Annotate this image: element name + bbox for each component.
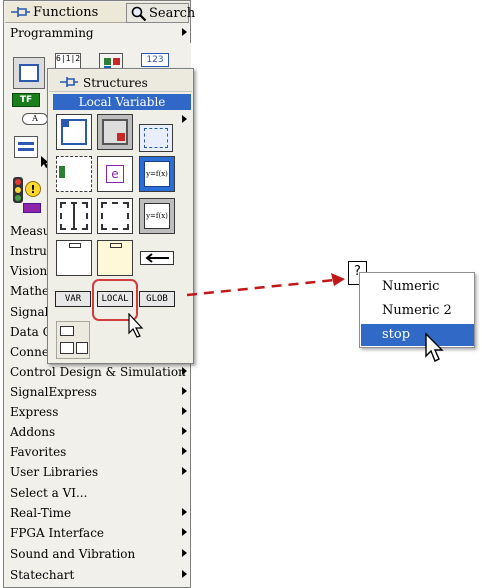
category-statechart[interactable]: Statechart [5,565,191,585]
magnifier-icon [131,6,147,22]
submenu-title-bar: Structures [49,70,192,92]
submenu-arrow-icon [182,570,187,578]
category-addons[interactable]: Addons [5,422,191,442]
structures-glyph-icon [19,64,39,82]
variable-selection-menu: Numeric Numeric 2 stop [359,272,475,348]
category-express[interactable]: Express [5,402,191,422]
menu-item-numeric[interactable]: Numeric [382,279,440,294]
category-signalexpress[interactable]: SignalExpress [5,382,191,402]
search-label: Search [149,6,196,21]
numeric-palette-icon[interactable]: 123 [141,53,169,67]
select-a-vi-item[interactable]: Select a VI... [10,486,88,500]
dashed-arrow [186,273,345,297]
string-palette-icon[interactable]: A [22,113,48,125]
search-button[interactable]: Search [126,3,195,23]
category-favorites[interactable]: Favorites [5,442,191,462]
stacked-sequence-icon[interactable] [97,198,133,234]
pushpin-icon[interactable] [9,5,31,20]
submenu-arrow-icon [182,115,187,123]
tooltip-bar: Local Variable [53,94,191,110]
left-arrow-icon [145,253,169,263]
tooltip-label: Local Variable [78,95,166,109]
flat-sequence-icon[interactable] [56,198,92,234]
while-loop-icon[interactable] [97,114,133,150]
category-label: Programming [10,26,94,40]
comparison-palette-icon[interactable] [14,136,38,158]
mouse-cursor-icon [425,332,444,362]
structures-submenu: Structures Local Variable e y=f(x) y=f(x… [47,68,194,364]
submenu-arrow-icon [182,447,187,455]
menu-item-stop[interactable]: stop [361,324,474,346]
category-real-time[interactable]: Real-Time [5,503,191,523]
submenu-arrow-icon [182,528,187,536]
submenu-arrow-icon [182,508,187,516]
submenu-arrow-icon [182,28,187,36]
local-variable-button[interactable]: LOCAL [97,291,133,307]
palette-title: Functions [33,5,99,20]
feedback-node-icon[interactable] [140,251,174,265]
submenu-arrow-icon [182,549,187,557]
menu-item-numeric-2[interactable]: Numeric 2 [382,303,452,318]
conditional-disable-icon[interactable] [97,240,133,276]
highlight-ring [92,279,138,321]
boolean-palette-icon[interactable]: TF [12,93,40,107]
for-loop-icon[interactable] [56,114,92,150]
submenu-arrow-icon [182,467,187,475]
warning-icon[interactable]: ! [25,181,41,197]
shared-variable-button[interactable]: VAR [55,291,91,307]
category-control-design[interactable]: Control Design & Simulation [10,365,187,379]
submenu-arrow-icon [182,427,187,435]
submenu-title: Structures [83,76,148,90]
category-user-libraries[interactable]: User Libraries [5,462,191,482]
global-variable-button[interactable]: GLOB [139,291,175,307]
case-structure-icon[interactable] [56,156,92,192]
category-sound-vibration[interactable]: Sound and Vibration [5,544,191,564]
dialog-palette-icon[interactable] [23,203,41,213]
pushpin-icon[interactable] [59,75,79,89]
submenu-arrow-icon [182,387,187,395]
mathscript-node-icon[interactable]: y=f(x) [139,198,175,234]
timing-palette-icon[interactable] [13,177,23,203]
diagram-disable-icon[interactable] [56,240,92,276]
timed-structure-icon[interactable] [139,124,173,152]
structures-palette-icon[interactable] [13,57,45,89]
mouse-cursor-icon [128,313,144,338]
submenu-arrow-icon [182,407,187,415]
event-structures-subpalette-icon[interactable] [56,321,90,359]
formula-node-icon[interactable]: y=f(x) [139,156,175,192]
palette-title-bar: Functions Search [5,2,195,23]
event-structure-icon[interactable]: e [97,156,133,192]
category-fpga-interface[interactable]: FPGA Interface [5,523,191,543]
category-programming[interactable]: Programming [5,23,191,43]
submenu-arrow-icon [182,367,187,375]
